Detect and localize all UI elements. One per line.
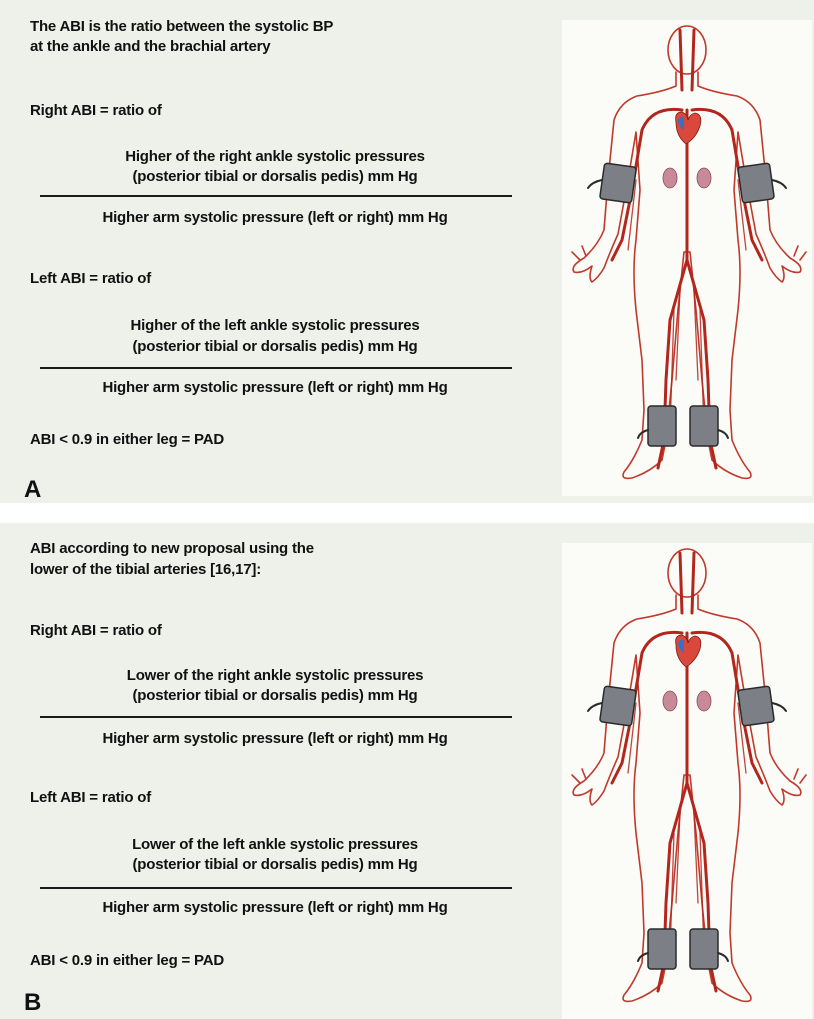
panel-a: The ABI is the ratio between the systoli…: [0, 0, 814, 503]
pad-criterion: ABI < 0.9 in either leg = PAD: [30, 430, 224, 450]
body-outline: [572, 26, 806, 478]
fraction-bar: [40, 716, 512, 718]
left-numerator-line-2: (posterior tibial or dorsalis pedis) mm …: [30, 855, 520, 875]
left-numerator-line-2: (posterior tibial or dorsalis pedis) mm …: [30, 337, 520, 357]
intro-line-1: The ABI is the ratio between the systoli…: [30, 17, 333, 37]
right-numerator-line-1: Lower of the right ankle systolic pressu…: [30, 666, 520, 686]
fraction-bar: [40, 887, 512, 889]
fraction-bar: [40, 367, 512, 369]
right-denominator: Higher arm systolic pressure (left or ri…: [30, 729, 520, 749]
pad-criterion: ABI < 0.9 in either leg = PAD: [30, 951, 224, 971]
right-numerator-line-2: (posterior tibial or dorsalis pedis) mm …: [30, 686, 520, 706]
fraction-bar: [40, 195, 512, 197]
panel-letter: B: [24, 989, 41, 1017]
left-abi-label: Left ABI = ratio of: [30, 788, 151, 808]
right-denominator: Higher arm systolic pressure (left or ri…: [30, 208, 520, 228]
left-numerator-line-1: Lower of the left ankle systolic pressur…: [30, 835, 520, 855]
intro-line-1: ABI according to new proposal using the: [30, 539, 314, 559]
panel-b: ABI according to new proposal using the …: [0, 523, 814, 1019]
intro-line-2: at the ankle and the brachial artery: [30, 37, 270, 57]
left-numerator-line-1: Higher of the left ankle systolic pressu…: [30, 316, 520, 336]
right-abi-label: Right ABI = ratio of: [30, 101, 162, 121]
right-numerator-line-1: Higher of the right ankle systolic press…: [30, 147, 520, 167]
intro-line-2: lower of the tibial arteries [16,17]:: [30, 560, 261, 580]
left-denominator: Higher arm systolic pressure (left or ri…: [30, 378, 520, 398]
right-abi-label: Right ABI = ratio of: [30, 621, 162, 641]
left-abi-label: Left ABI = ratio of: [30, 269, 151, 289]
body-outline: [572, 549, 806, 1001]
right-numerator-line-2: (posterior tibial or dorsalis pedis) mm …: [30, 167, 520, 187]
panel-letter: A: [24, 476, 41, 504]
human-body-arterial-diagram: [562, 20, 812, 496]
left-denominator: Higher arm systolic pressure (left or ri…: [30, 898, 520, 918]
body-svg: [562, 20, 812, 496]
body-svg: [562, 543, 812, 1019]
human-body-arterial-diagram: [562, 543, 812, 1019]
